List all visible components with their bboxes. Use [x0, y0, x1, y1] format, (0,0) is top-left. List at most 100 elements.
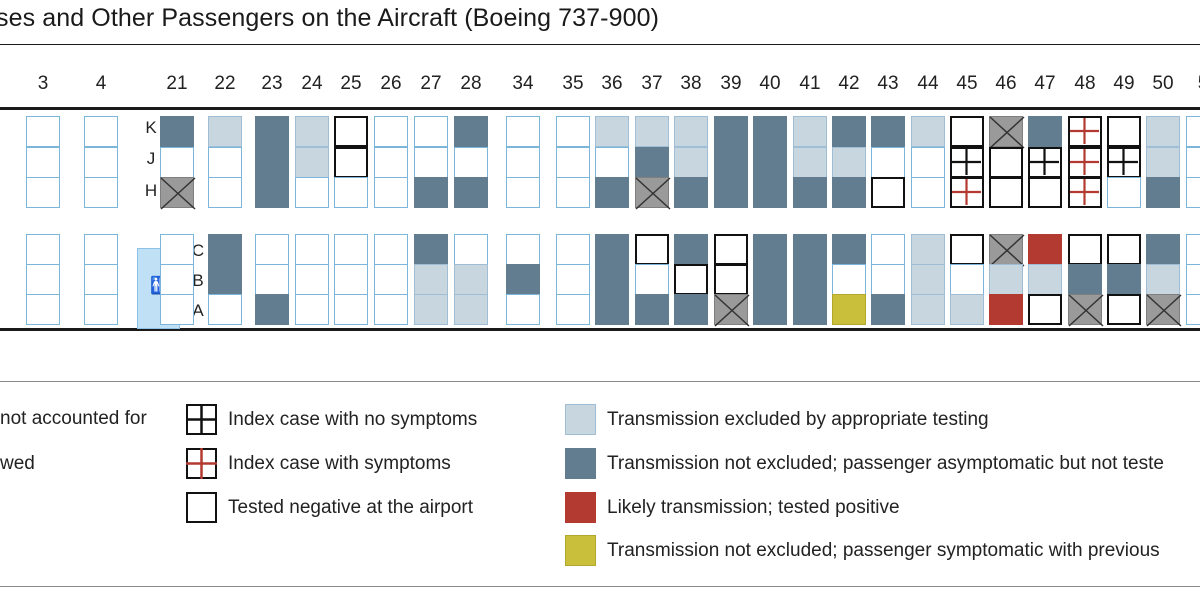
index-symptom-grid-icon [1070, 149, 1099, 175]
seat-47b-excluded [1028, 264, 1062, 295]
seat-38b-tested-negative [674, 264, 708, 295]
legend-label: not accounted for [0, 408, 147, 429]
not-excluded-asymptomatic-swatch [565, 448, 596, 479]
legend-item-index-symptoms: Index case with symptoms [185, 447, 451, 479]
seat-28b-excluded [454, 264, 488, 295]
seat-41k-excluded [793, 116, 827, 147]
seat-24c-empty [295, 234, 329, 265]
seat-4h-empty [84, 177, 118, 208]
seat-48b-not-excluded-asymptomatic [1068, 264, 1102, 295]
legend-label: Index case with symptoms [228, 452, 451, 474]
seat-23c-empty [255, 234, 289, 265]
seat-35a-empty [556, 294, 590, 325]
seat-41b-not-excluded-asymptomatic [793, 264, 827, 295]
seat-35b-empty [556, 264, 590, 295]
seat-23h-not-excluded-asymptomatic [255, 177, 289, 208]
seat-27a-excluded [414, 294, 448, 325]
row-number: 47 [1034, 73, 1056, 94]
seat-letter-h: H [144, 181, 158, 200]
index-symptom-grid-icon [1070, 118, 1099, 144]
seat-22c-not-excluded-asymptomatic [208, 234, 242, 265]
seat-26b-empty [374, 264, 408, 295]
seat-44h-empty [911, 177, 945, 208]
seat-46h-tested-negative [989, 177, 1023, 208]
seat-47c-likely-transmission [1028, 234, 1062, 265]
seat-49a-tested-negative [1107, 294, 1141, 325]
index-grid-icon [1109, 149, 1138, 175]
seat-45b-empty [950, 264, 984, 295]
index-grid-icon [952, 149, 981, 175]
row-number: 50 [1152, 73, 1174, 94]
seat-39h-not-excluded-asymptomatic [714, 177, 748, 208]
seat-34c-empty [506, 234, 540, 265]
seat-4a-empty [84, 294, 118, 325]
seat-28c-empty [454, 234, 488, 265]
seat-25h-empty [334, 177, 368, 208]
legend-item-likely-transmission: Likely transmission; tested positive [565, 492, 900, 523]
seat-22k-excluded [208, 116, 242, 147]
cross-mark-icon [989, 116, 1025, 149]
seat-50c-not-excluded-asymptomatic [1146, 234, 1180, 265]
index-symptoms-swatch [185, 447, 217, 479]
seat-3h-empty [26, 177, 60, 208]
seat-37a-not-excluded-asymptomatic [635, 294, 669, 325]
index-symptom-grid-icon [1070, 179, 1099, 205]
row-number: 27 [420, 73, 442, 94]
seat-50h-not-excluded-asymptomatic [1146, 177, 1180, 208]
row-number: 37 [641, 73, 663, 94]
seat-39k-not-excluded-asymptomatic [714, 116, 748, 147]
legend-item-not-excluded-symptomatic: Transmission not excluded; passenger sym… [565, 535, 1160, 566]
seat-24h-empty [295, 177, 329, 208]
seat-42b-empty [832, 264, 866, 295]
legend-item-not-accounted: not accounted for [0, 408, 147, 430]
seat-44a-excluded [911, 294, 945, 325]
seat-50k-excluded [1146, 116, 1180, 147]
seat-39b-tested-negative [714, 264, 748, 295]
row-number: 23 [261, 73, 283, 94]
seat-25k-tested-negative [334, 116, 368, 147]
seat-45a-excluded [950, 294, 984, 325]
legend-item-not-excluded-asymptomatic: Transmission not excluded; passenger asy… [565, 448, 1164, 479]
row-number: 41 [799, 73, 821, 94]
seat-45j-index-no-symptoms [950, 147, 984, 178]
legend-label: Transmission excluded by appropriate tes… [607, 408, 989, 430]
seat-43b-empty [871, 264, 905, 295]
seat-24j-excluded [295, 147, 329, 178]
seat-35c-empty [556, 234, 590, 265]
seat-40h-not-excluded-asymptomatic [753, 177, 787, 208]
seat-42h-not-excluded-asymptomatic [832, 177, 866, 208]
seat-48j-index-symptoms [1068, 147, 1102, 178]
seat-36b-not-excluded-asymptomatic [595, 264, 629, 295]
seat-46j-tested-negative [989, 147, 1023, 178]
excluded-swatch [565, 404, 596, 435]
seat-25c-empty [334, 234, 368, 265]
fuselage-bottom-line [0, 328, 1200, 331]
seat-38k-excluded [674, 116, 708, 147]
seat-43a-not-excluded-asymptomatic [871, 294, 905, 325]
seat-36h-not-excluded-asymptomatic [595, 177, 629, 208]
seat-49c-tested-negative [1107, 234, 1141, 265]
seat-23b-empty [255, 264, 289, 295]
cross-mark-icon [714, 294, 750, 327]
seat-28j-empty [454, 147, 488, 178]
seat-5b-empty [1186, 264, 1200, 295]
seat-34k-empty [506, 116, 540, 147]
seat-28a-excluded [454, 294, 488, 325]
seat-3c-empty [26, 234, 60, 265]
seat-3j-empty [26, 147, 60, 178]
seat-37j-not-excluded-asymptomatic [635, 147, 669, 178]
seat-50a-not-accounted [1146, 294, 1182, 327]
seat-47h-tested-negative [1028, 177, 1062, 208]
seat-39a-not-accounted [714, 294, 750, 327]
seat-5a-empty [1186, 294, 1200, 325]
seat-27b-excluded [414, 264, 448, 295]
seat-3k-empty [26, 116, 60, 147]
fuselage-top-line [0, 107, 1200, 110]
seat-44k-excluded [911, 116, 945, 147]
seat-49k-tested-negative [1107, 116, 1141, 147]
seat-21a-empty [160, 294, 194, 325]
row-number: 26 [380, 73, 402, 94]
cross-mark-icon [989, 234, 1025, 267]
seat-49j-index-no-symptoms [1107, 147, 1141, 178]
seat-37c-tested-negative [635, 234, 669, 265]
